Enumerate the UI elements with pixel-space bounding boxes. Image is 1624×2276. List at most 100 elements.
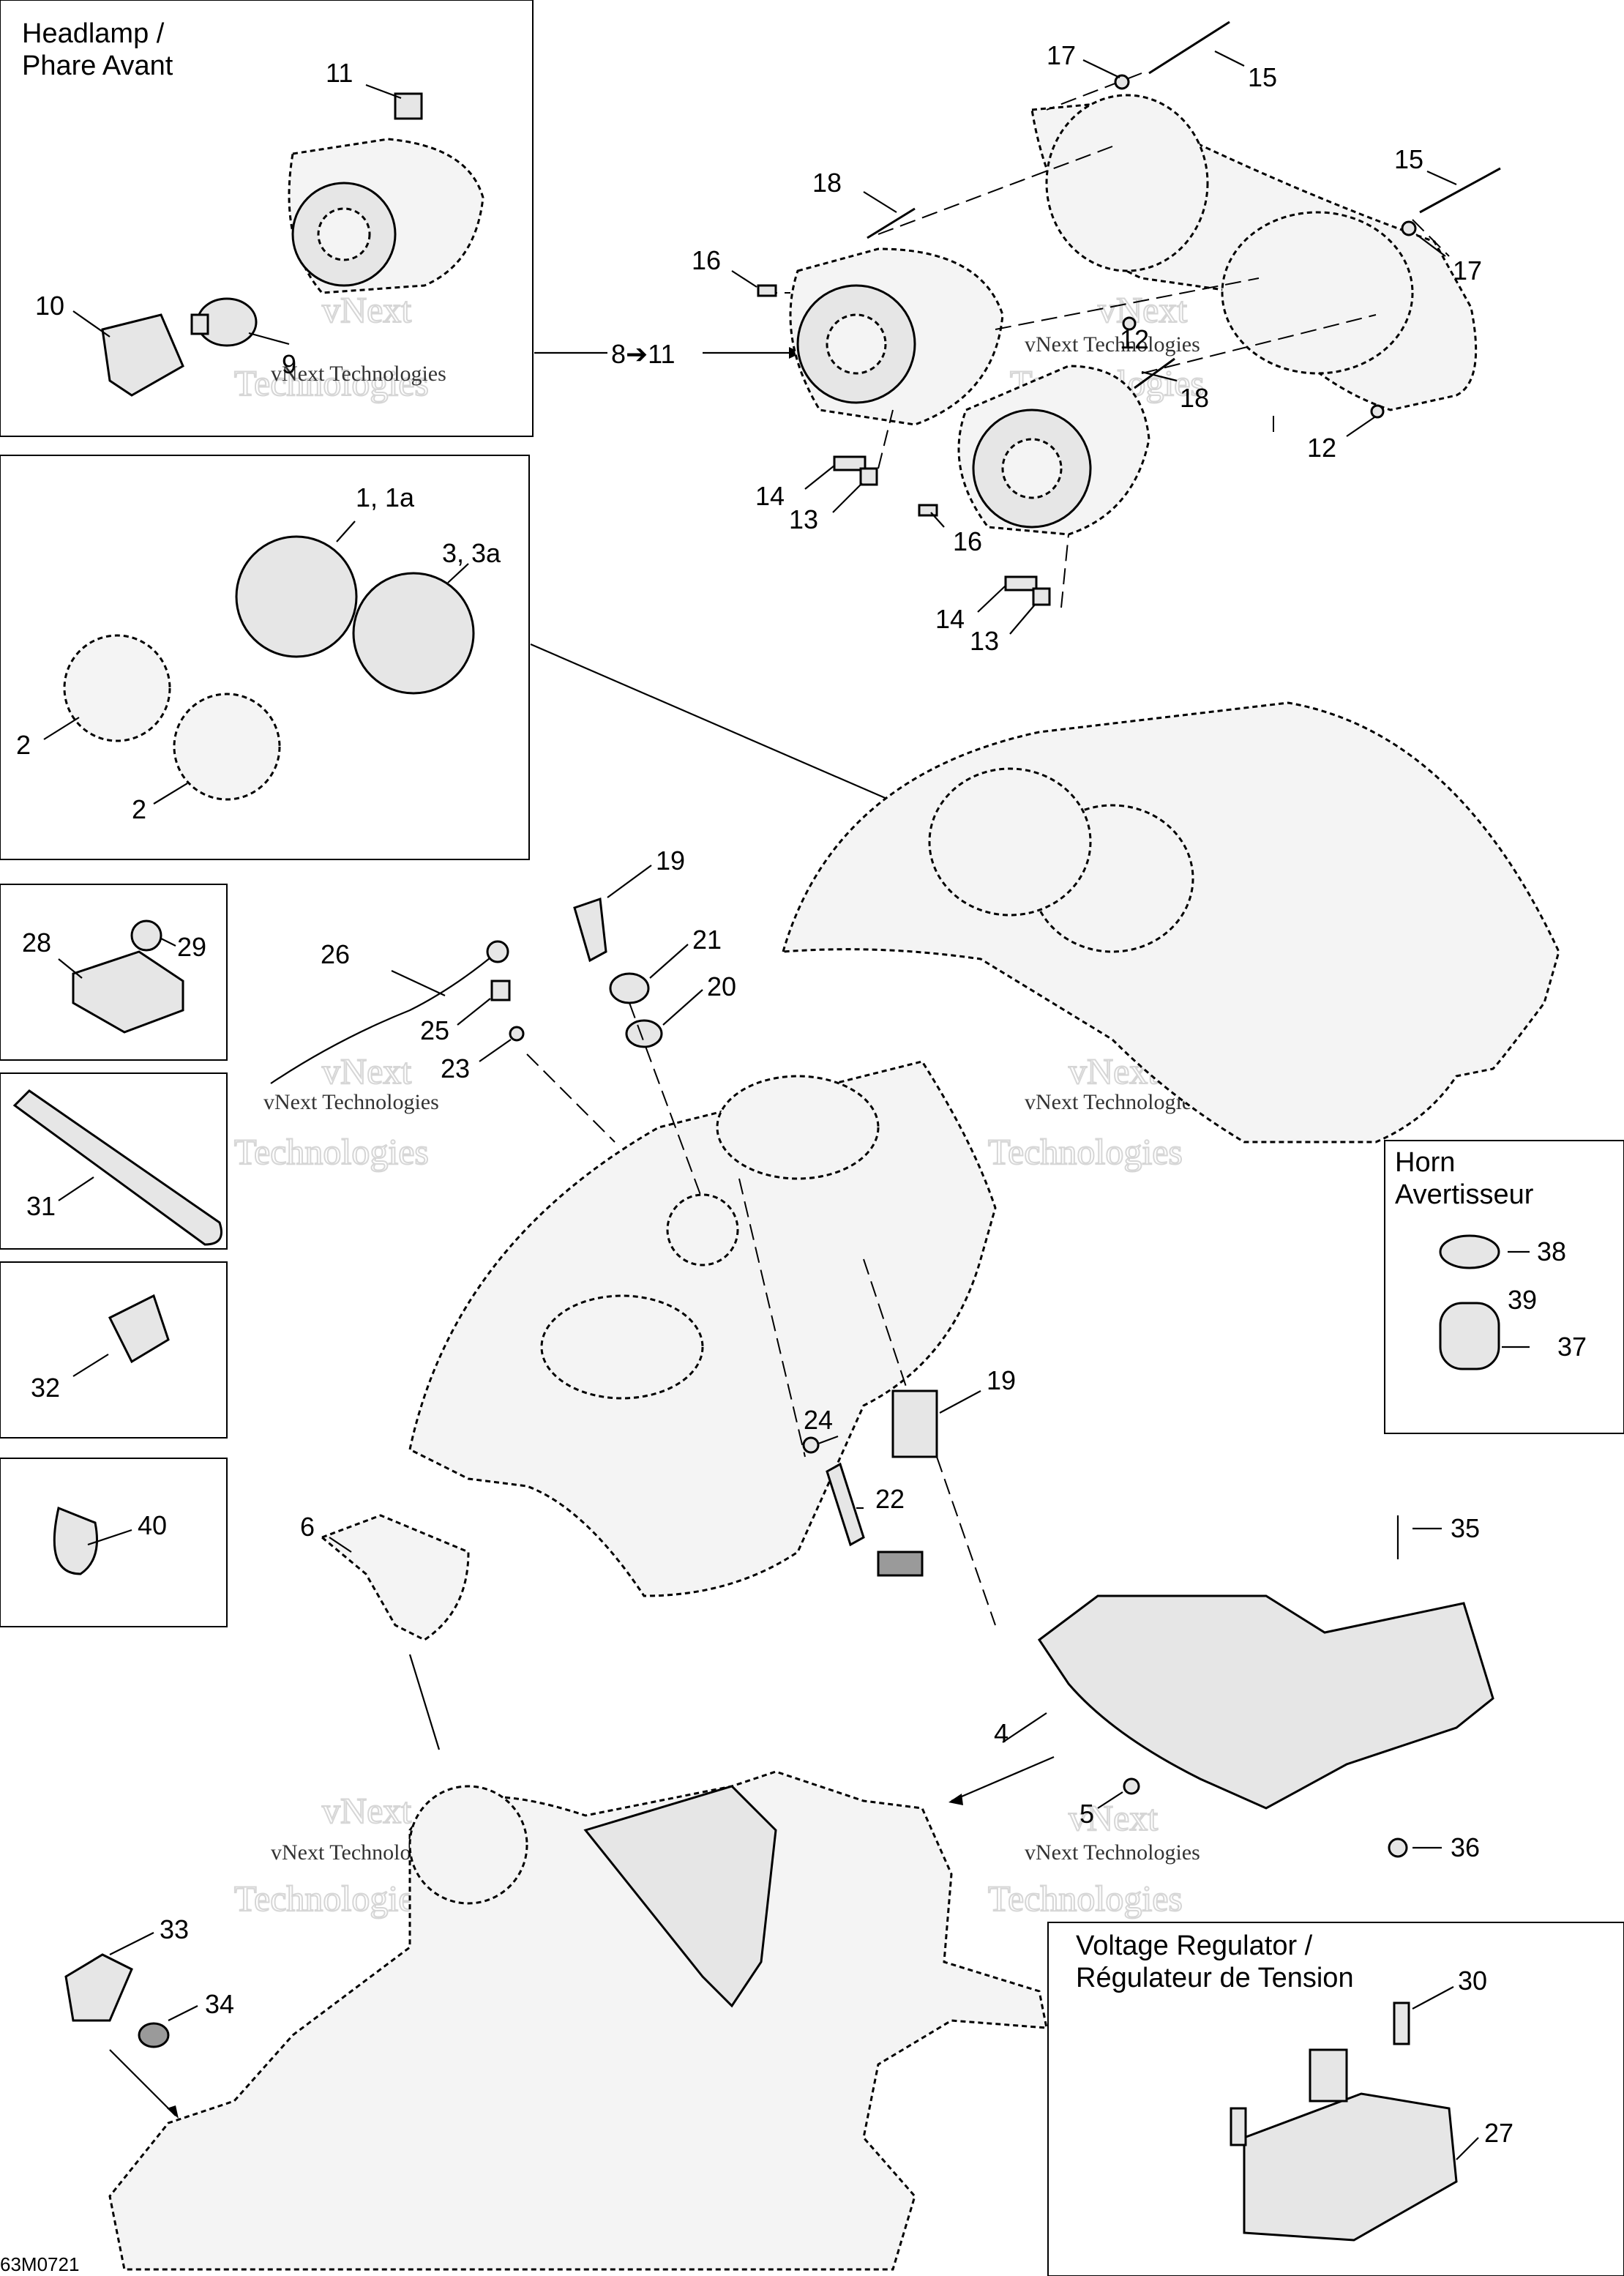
part-14-screw-top xyxy=(833,455,867,471)
callout-11: 11 xyxy=(326,58,353,88)
callout-31: 31 xyxy=(26,1191,56,1221)
callout-39: 39 xyxy=(1508,1285,1537,1315)
inset-40: 40 xyxy=(0,1458,228,1627)
headlamp-socket-drawing xyxy=(317,207,371,261)
callout-2: 2 xyxy=(132,794,146,824)
part-22-connector-drawing xyxy=(877,1551,924,1577)
leader-9 xyxy=(248,332,290,346)
part-27-connector-drawing xyxy=(1309,2048,1348,2102)
part-25-drawing xyxy=(490,980,511,1001)
part-17-washer-right xyxy=(1401,220,1417,236)
horn-inset: Horn Avertisseur 38 39 37 xyxy=(1384,1140,1624,1434)
watermark-technologies: Technologies xyxy=(234,362,429,403)
part-37-horn-drawing xyxy=(1439,1302,1500,1370)
part-20-drawing xyxy=(625,1019,663,1048)
callout-38: 38 xyxy=(1537,1236,1566,1266)
headlamp-assembly: 17 15 15 17 18 16 12 18 12 14 13 16 14 1… xyxy=(692,20,1501,656)
inset-31: 31 xyxy=(0,1072,228,1250)
dash-panel-drawing xyxy=(408,1060,997,1597)
callout-10: 10 xyxy=(35,291,64,321)
arrowhead xyxy=(948,1794,963,1805)
callout-15: 15 xyxy=(1394,144,1423,174)
bezel-right-opening xyxy=(1221,211,1414,375)
callout-6: 6 xyxy=(300,1512,315,1542)
callout-20: 20 xyxy=(707,971,736,1001)
part-18-spring-right xyxy=(1134,357,1175,389)
part-2-ring-drawing xyxy=(173,693,281,801)
part-9-bulb-base-drawing xyxy=(190,313,209,335)
part-23-drawing xyxy=(509,1026,525,1042)
watermark-small: vNext Technologies xyxy=(1025,332,1200,357)
part-17-washer-top xyxy=(1114,74,1130,90)
part-16-pin-bottom xyxy=(918,504,938,517)
watermark-vnext: vNext xyxy=(322,1051,411,1092)
leader-6 xyxy=(329,1537,352,1553)
callout-21: 21 xyxy=(692,925,722,955)
callout-17: 17 xyxy=(1047,40,1076,70)
leader-31 xyxy=(58,1176,94,1201)
callout-9: 9 xyxy=(282,349,296,379)
inset-frame xyxy=(0,1261,228,1439)
dashline xyxy=(738,1178,806,1458)
callout-18: 18 xyxy=(812,168,842,198)
part-29-fastener-drawing xyxy=(130,919,162,952)
part-3-lens-drawing xyxy=(352,572,475,695)
part-13-nut-bottom xyxy=(1032,587,1051,606)
part-15-screw-top xyxy=(1148,20,1230,75)
leader-32 xyxy=(72,1354,109,1377)
part-10-cover-drawing xyxy=(101,313,184,397)
frame-bracket-drawing xyxy=(583,1785,777,2008)
callout-32: 32 xyxy=(31,1373,60,1403)
callout-3-3a: 3, 3a xyxy=(442,538,501,568)
inset-frame xyxy=(0,1072,228,1250)
part-2-ring-drawing xyxy=(63,634,171,742)
leader-28 xyxy=(58,958,83,979)
frame-detail-circle xyxy=(408,1785,528,1905)
dashline xyxy=(629,1002,703,1201)
leader-15 xyxy=(1426,170,1457,186)
leader-12 xyxy=(1346,417,1375,437)
watermark-technologies: Technologies xyxy=(234,1878,429,1919)
watermark-small: vNext Technologies xyxy=(263,1090,439,1114)
callout-5: 5 xyxy=(1079,1799,1094,1829)
watermark-small: vNext Technologies xyxy=(271,362,446,386)
part-4-bracket-drawing xyxy=(1037,1594,1494,1810)
leader-4 xyxy=(1002,1712,1047,1743)
headlamp-inset: Headlamp / Phare Avant 11 10 9 xyxy=(0,0,534,437)
callout-26: 26 xyxy=(321,939,350,969)
part-5-drawing xyxy=(1123,1777,1140,1795)
dashline xyxy=(1141,314,1377,374)
part-34-clip-drawing xyxy=(138,2022,170,2048)
callout-14: 14 xyxy=(935,604,965,634)
leader-1 xyxy=(336,521,356,542)
regulator-inset: Voltage Regulator / Régulateur de Tensio… xyxy=(1047,1922,1624,2276)
callout-34: 34 xyxy=(205,1989,234,2019)
callout-4: 4 xyxy=(994,1718,1009,1748)
leader-5 xyxy=(1097,1791,1123,1809)
leader-18 xyxy=(863,191,897,213)
dashline xyxy=(936,1456,996,1626)
leader-2 xyxy=(153,783,188,805)
dash-components: 19 21 20 26 25 23 19 24 22 xyxy=(270,846,1016,1626)
horn-title-fr: Avertisseur xyxy=(1395,1179,1534,1210)
frame-drawing xyxy=(108,1770,1048,2271)
leader-2 xyxy=(43,717,80,740)
callout-27: 27 xyxy=(1484,2118,1513,2148)
watermark-vnext: vNext xyxy=(1098,289,1187,330)
callout-8-to-11: 8➔11 xyxy=(611,339,676,369)
headlamp-title-fr: Phare Avant xyxy=(22,51,173,81)
leader-11 xyxy=(365,83,402,100)
leader-10 xyxy=(72,310,111,337)
leader-24 xyxy=(817,1435,839,1445)
callout-19: 19 xyxy=(656,846,685,876)
callout-12: 12 xyxy=(1307,433,1336,463)
arrowhead xyxy=(789,347,801,359)
watermark-technologies: Technologies xyxy=(988,1131,1183,1172)
lens-inset: 1, 1a 3, 3a 2 2 xyxy=(0,455,530,860)
regulator-inset-frame xyxy=(1047,1922,1624,2276)
part-16-pin-top xyxy=(757,284,777,297)
part-32-clip-drawing xyxy=(108,1294,170,1364)
horn-title-en: Horn xyxy=(1395,1147,1455,1178)
part-12-grommet-bottom xyxy=(1370,404,1385,419)
